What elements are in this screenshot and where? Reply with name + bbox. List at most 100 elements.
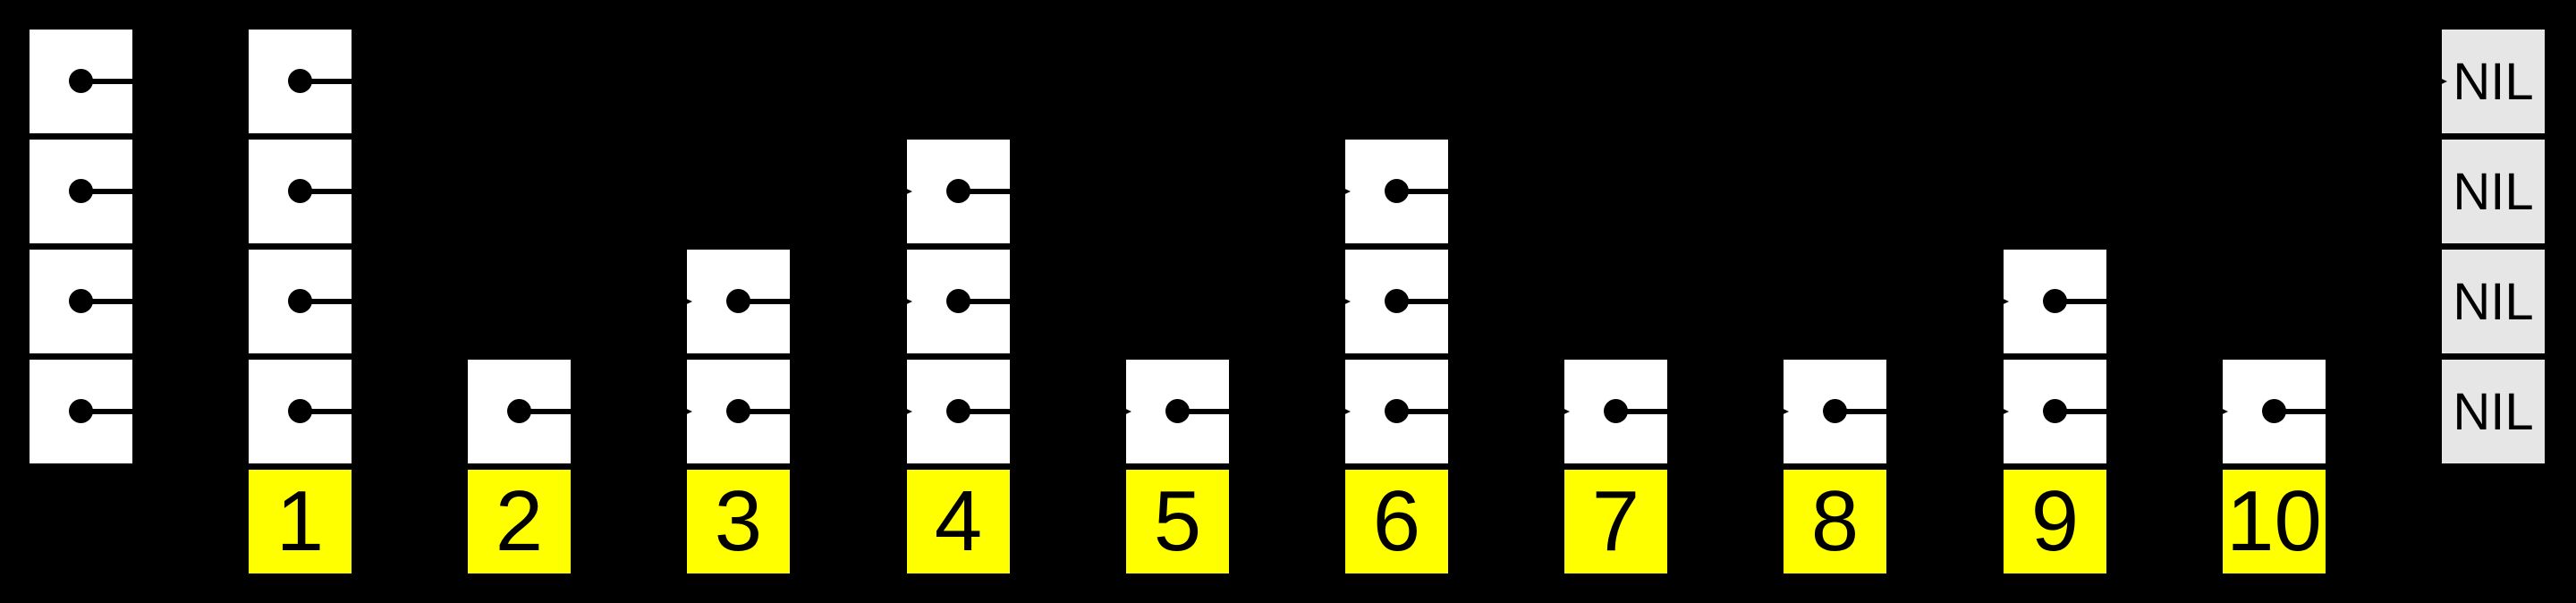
pointer-line [1615, 409, 1667, 414]
pointer-dot [1385, 289, 1409, 313]
pointer-dot [1385, 399, 1409, 423]
pointer-dot [2043, 399, 2067, 423]
pointer-line [300, 189, 352, 194]
arrowhead-icon [2432, 74, 2447, 89]
arrowhead-icon [1335, 404, 1351, 419]
node-label: 10 [2223, 470, 2326, 573]
node-label: 6 [1345, 470, 1448, 573]
arrowhead-icon [1994, 294, 2009, 309]
node-3-pointer-cell [677, 360, 790, 463]
pointer-dot [69, 399, 93, 423]
pointer-dot [946, 399, 970, 423]
pointer-line [80, 79, 132, 84]
node-label: 4 [907, 470, 1010, 573]
arrowhead-icon [897, 294, 912, 309]
node-9-pointer-cell [1994, 250, 2106, 353]
node-1-pointer-cell [249, 140, 352, 243]
nil-label: NIL [2453, 52, 2534, 111]
node-9-pointer-cell [1994, 360, 2106, 463]
pointer-line [958, 299, 1010, 304]
node-4-pointer-cell [897, 360, 1010, 463]
node-6-pointer-cell [1335, 250, 1448, 353]
pointer-dot [1385, 179, 1409, 203]
pointer-line [1396, 299, 1448, 304]
pointer-line [80, 189, 132, 194]
pointer-line [1396, 409, 1448, 414]
node-3-pointer-cell [677, 250, 790, 353]
arrowhead-icon [1335, 184, 1351, 199]
pointer-dot [726, 399, 750, 423]
node-10-pointer-cell [2213, 360, 2326, 463]
pointer-line [2055, 299, 2106, 304]
pointer-line [958, 409, 1010, 414]
node-label: 7 [1564, 470, 1667, 573]
nil-cell: NIL [2442, 360, 2545, 463]
arrowhead-icon [1555, 404, 1570, 419]
pointer-dot [69, 289, 93, 313]
node-label: 5 [1126, 470, 1229, 573]
pointer-line [300, 409, 352, 414]
node-label: 3 [687, 470, 790, 573]
pointer-line [738, 299, 790, 304]
pointer-dot [288, 289, 312, 313]
pointer-dot [507, 399, 531, 423]
pointer-dot [69, 179, 93, 203]
arrowhead-icon [897, 404, 912, 419]
arrowhead-icon [677, 294, 692, 309]
node-4-pointer-cell [897, 250, 1010, 353]
pointer-dot [288, 69, 312, 93]
arrowhead-icon [1774, 404, 1789, 419]
node-1-pointer-cell [249, 30, 352, 133]
pointer-dot [2262, 399, 2286, 423]
arrowhead-icon [1994, 404, 2009, 419]
node-8-pointer-cell [1774, 360, 1886, 463]
pointer-dot [1604, 399, 1628, 423]
pointer-line [300, 79, 352, 84]
node-4-pointer-cell [897, 140, 1010, 243]
node-label: 1 [249, 470, 352, 573]
pointer-dot [726, 289, 750, 313]
node-label: 2 [468, 470, 571, 573]
pointer-line [2055, 409, 2106, 414]
pointer-dot [69, 69, 93, 93]
arrowhead-icon [897, 184, 912, 199]
nil-cell: NIL [2432, 30, 2545, 133]
arrowhead-icon [1335, 294, 1351, 309]
head-pointer-cell [30, 250, 132, 353]
arrowhead-icon [2213, 404, 2228, 419]
pointer-dot [1823, 399, 1847, 423]
pointer-line [1396, 189, 1448, 194]
nil-label: NIL [2453, 272, 2534, 331]
pointer-dot [946, 179, 970, 203]
pointer-dot [2043, 289, 2067, 313]
pointer-line [738, 409, 790, 414]
nil-cell: NIL [2442, 250, 2545, 353]
node-7-pointer-cell [1555, 360, 1667, 463]
nil-cell: NIL [2442, 140, 2545, 243]
node-2-pointer-cell [468, 360, 571, 463]
pointer-line [519, 409, 571, 414]
nil-label: NIL [2453, 382, 2534, 441]
pointer-dot [1165, 399, 1190, 423]
pointer-dot [288, 399, 312, 423]
head-pointer-cell [30, 140, 132, 243]
node-5-pointer-cell [1116, 360, 1229, 463]
pointer-line [80, 409, 132, 414]
node-6-pointer-cell [1335, 360, 1448, 463]
node-1-pointer-cell [249, 360, 352, 463]
pointer-dot [946, 289, 970, 313]
head-pointer-cell [30, 360, 132, 463]
pointer-line [958, 189, 1010, 194]
node-label: 9 [2004, 470, 2106, 573]
arrowhead-icon [1116, 404, 1131, 419]
node-6-pointer-cell [1335, 140, 1448, 243]
node-1-pointer-cell [249, 250, 352, 353]
pointer-line [1177, 409, 1229, 414]
pointer-line [2274, 409, 2326, 414]
pointer-line [300, 299, 352, 304]
nil-label: NIL [2453, 162, 2534, 221]
arrowhead-icon [677, 404, 692, 419]
pointer-dot [288, 179, 312, 203]
node-label: 8 [1784, 470, 1886, 573]
